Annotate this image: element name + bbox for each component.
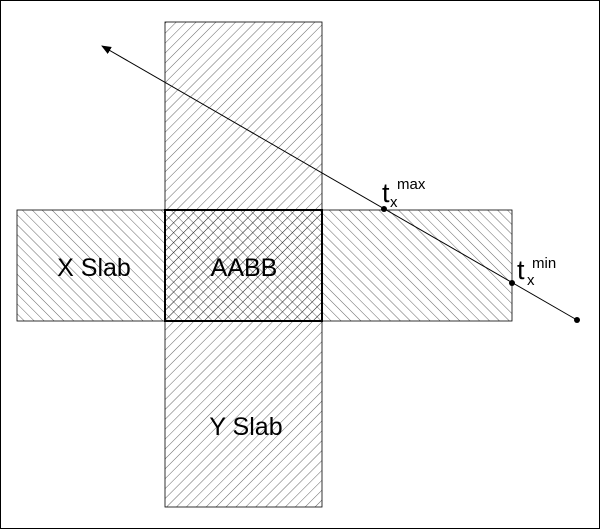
ray-origin-point	[574, 317, 580, 323]
tx-min-base: t	[517, 255, 525, 285]
tx-min-label: t x min	[517, 255, 556, 289]
x-slab-label: X Slab	[57, 254, 131, 282]
aabb-box	[164, 209, 323, 322]
tx-min-sub: x	[527, 272, 535, 289]
tx-max-label: t x max	[382, 176, 426, 211]
ray-line	[101, 45, 578, 321]
tx-max-base: t	[382, 178, 390, 208]
y-slab-label: Y Slab	[209, 413, 282, 441]
tx-max-sup: max	[397, 176, 426, 193]
aabb-label: AABB	[211, 254, 278, 282]
tx-min-point	[509, 280, 515, 286]
aabb-crosshatch	[165, 210, 322, 321]
tx-max-sub: x	[390, 194, 398, 211]
tx-max-point	[381, 206, 387, 212]
tx-min-sup: min	[532, 255, 556, 272]
